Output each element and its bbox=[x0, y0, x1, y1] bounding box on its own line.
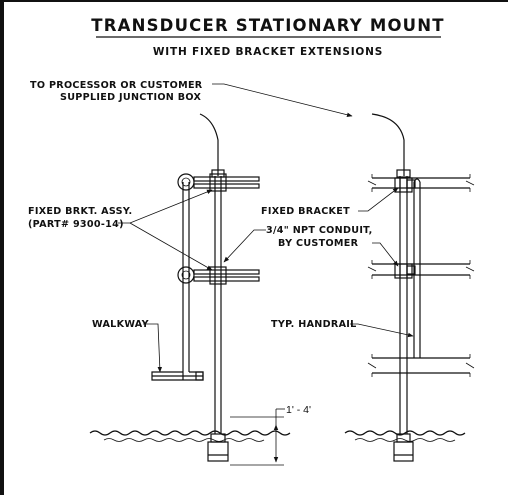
fixed-brkt-leader-bottom bbox=[129, 222, 213, 271]
processor-label-line1: TO PROCESSOR OR CUSTOMER bbox=[30, 80, 203, 91]
left-water-surface bbox=[89, 430, 291, 436]
fixed-brkt-assy-label-line1: FIXED BRKT. ASSY. bbox=[28, 206, 133, 217]
right-water-surface bbox=[344, 430, 466, 436]
conduit-right-leader bbox=[372, 242, 399, 267]
conduit-label-line2: BY CUSTOMER bbox=[278, 238, 359, 249]
left-cable bbox=[199, 113, 219, 176]
handrail-leader bbox=[350, 323, 414, 338]
processor-leader-line bbox=[212, 83, 353, 117]
handrail-label: TYP. HANDRAIL bbox=[271, 319, 357, 330]
right-cable bbox=[371, 113, 405, 176]
fixed-bracket-leader bbox=[358, 187, 399, 212]
frame-left-border bbox=[0, 0, 4, 495]
frame-top-border bbox=[0, 0, 508, 2]
diagram-subtitle: WITH FIXED BRACKET EXTENSIONS bbox=[153, 46, 383, 58]
fixed-brkt-assy-label-line2: (PART# 9300-14) bbox=[28, 219, 124, 230]
conduit-leader bbox=[223, 229, 266, 263]
diagram-title: TRANSDUCER STATIONARY MOUNT bbox=[91, 16, 445, 35]
fixed-bracket-label: FIXED BRACKET bbox=[261, 206, 350, 217]
conduit-label-line1: 3/4" NPT CONDUIT, bbox=[266, 225, 373, 236]
right-assembly bbox=[344, 113, 475, 462]
depth-range-label: 1' - 4' bbox=[286, 404, 311, 416]
walkway-leader bbox=[143, 323, 163, 373]
walkway-label: WALKWAY bbox=[92, 319, 150, 330]
left-assembly bbox=[89, 113, 291, 466]
processor-label-line2: SUPPLIED JUNCTION BOX bbox=[60, 92, 201, 103]
